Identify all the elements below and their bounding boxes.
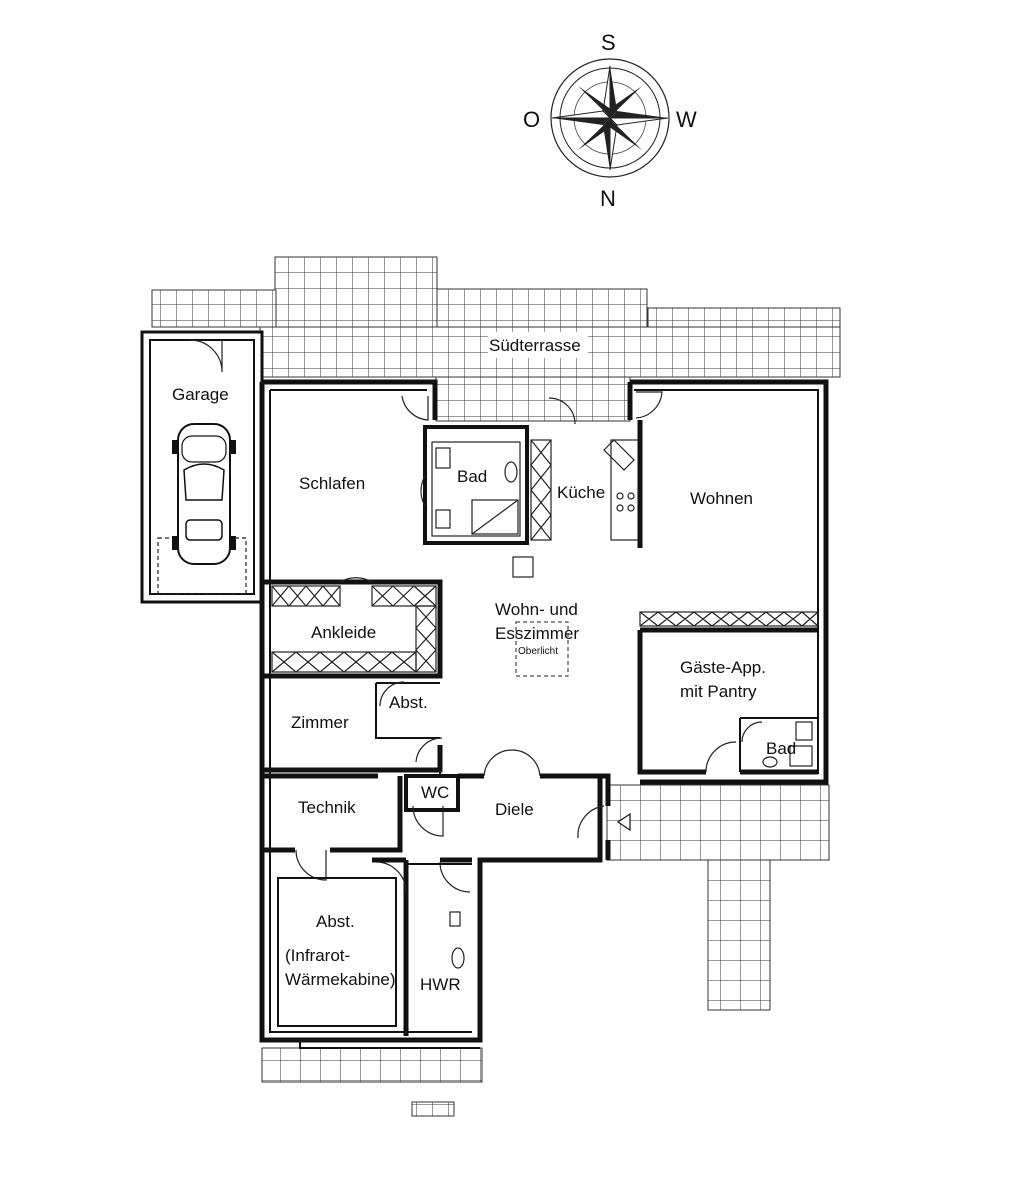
wc-label: WC: [421, 783, 449, 802]
guest-apartment-label-line1: Gäste-App.: [680, 658, 766, 677]
utility-room-label: HWR: [420, 975, 461, 994]
living-room: [635, 391, 819, 627]
guest-apartment: [637, 627, 819, 775]
car-icon: [172, 423, 236, 565]
living-label: Wohnen: [690, 489, 753, 508]
storage-and-utility: [277, 857, 472, 1036]
entrance-arrow-icon: [616, 812, 631, 832]
dining-label-line1: Wohn- und: [495, 600, 578, 619]
bath-label: Bad: [457, 467, 487, 486]
technik-label: Technik: [298, 798, 356, 817]
terrace-label: Südterrasse: [489, 336, 581, 355]
infrared-label-line2: Wärmekabine): [285, 970, 396, 989]
compass-west-label: W: [676, 107, 697, 132]
bath-room: [401, 395, 529, 545]
skylight: [515, 621, 569, 677]
guest-apartment-label-line2: mit Pantry: [680, 682, 757, 701]
hall: [439, 749, 631, 860]
guest-bath-label: Bad: [766, 739, 796, 758]
compass-east-label: O: [523, 107, 540, 132]
compass-north-label: N: [600, 186, 616, 211]
wc-room: [404, 774, 460, 837]
compass-south-label: S: [601, 30, 616, 55]
kitchen-room: [512, 397, 640, 578]
technik-room: [262, 773, 403, 881]
kitchen-label: Küche: [557, 483, 605, 502]
skylight-label: Oberlicht: [518, 646, 558, 657]
dining-label-line2: Esszimmer: [495, 624, 579, 643]
dressing-label: Ankleide: [311, 623, 376, 642]
storage-label: Abst.: [316, 912, 355, 931]
bedroom-label: Schlafen: [299, 474, 365, 493]
garage-label: Garage: [172, 385, 229, 404]
compass-rose: [550, 58, 670, 178]
garage: [140, 330, 264, 604]
dressing-room: [262, 577, 443, 679]
infrared-label-line1: (Infrarot-: [285, 946, 350, 965]
hall-label: Diele: [495, 800, 534, 819]
storage-small-label: Abst.: [389, 693, 428, 712]
room-label: Zimmer: [291, 713, 349, 732]
